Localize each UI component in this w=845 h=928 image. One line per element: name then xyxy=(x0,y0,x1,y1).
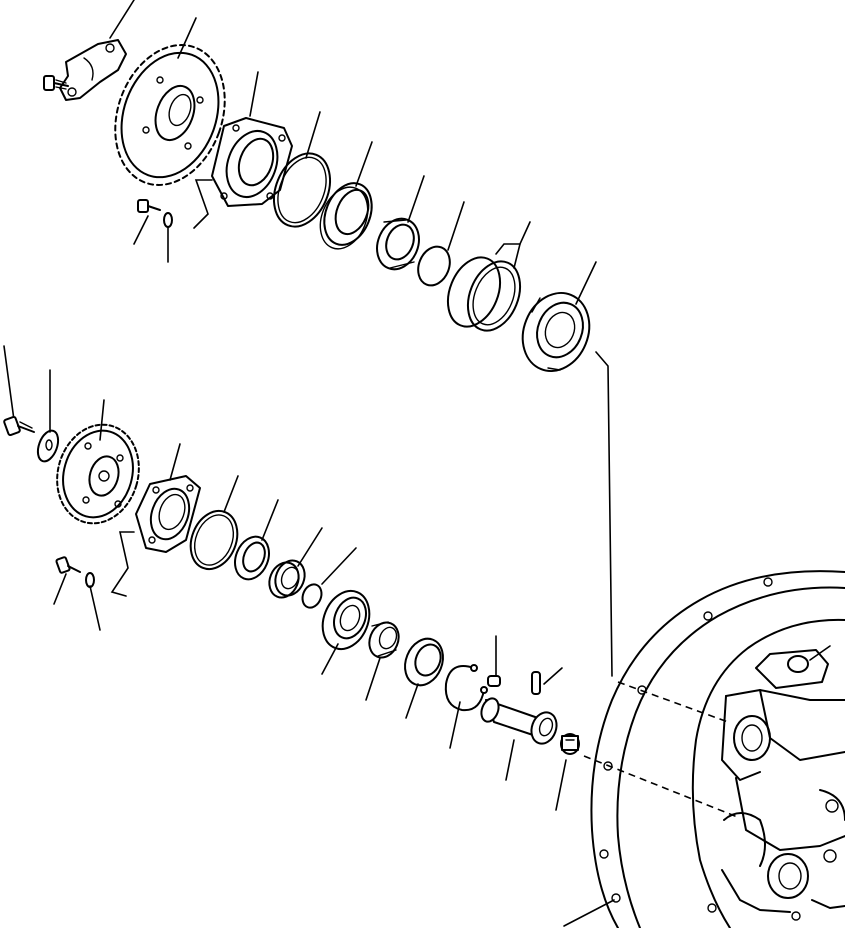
dowel-pin xyxy=(531,671,541,695)
leader-oil-seal-lower xyxy=(261,499,279,541)
helical-gear xyxy=(56,423,140,525)
leader-o-ring-lower xyxy=(223,475,239,513)
housing-bolt xyxy=(137,199,161,213)
retainer-plate xyxy=(59,39,127,101)
snap-ring xyxy=(417,245,451,287)
sprocket-gear xyxy=(114,44,226,186)
lower-part-group xyxy=(3,345,580,811)
leader-retainer-plate xyxy=(109,0,135,39)
cover-bolt xyxy=(55,556,81,574)
leader-sleeve xyxy=(555,759,567,811)
oil-seal xyxy=(319,182,373,250)
flange-bolt-holes xyxy=(599,577,801,921)
leader-bearing-cover xyxy=(169,443,181,481)
bearing-housing xyxy=(193,117,293,229)
spring-pin xyxy=(487,675,501,687)
leader-helical-gear xyxy=(99,399,105,441)
leader-spacer-lower xyxy=(365,657,381,701)
sleeve xyxy=(560,733,580,755)
leader-bearing xyxy=(575,261,597,305)
spacer-lower xyxy=(368,621,400,659)
leader-dowel-pin xyxy=(543,667,563,685)
leader-cover-bolt xyxy=(53,573,67,605)
flywheel-housing xyxy=(563,570,845,928)
washer-lower xyxy=(85,572,95,588)
leader-seal-ring-pair xyxy=(495,221,531,255)
mounting-bolt xyxy=(43,75,69,91)
upper-leader-lines xyxy=(109,0,597,305)
leader-collar xyxy=(297,527,323,567)
leader-bolt xyxy=(3,345,15,421)
circlip xyxy=(444,664,488,712)
spacer-sleeve xyxy=(376,217,420,271)
ball-bearing-lower xyxy=(321,589,371,651)
o-ring xyxy=(273,152,331,228)
leader-small-o-ring xyxy=(321,547,357,585)
ball-bearing-2 xyxy=(404,637,444,687)
bearing-cover xyxy=(110,475,201,597)
small-o-ring xyxy=(301,583,323,609)
assembly-line-lower xyxy=(583,755,741,819)
leader-spacer xyxy=(407,175,425,223)
leader-sprocket xyxy=(177,17,197,59)
leader-housing-assembly xyxy=(563,899,615,927)
assembly-line-upper xyxy=(617,681,729,723)
idler-shaft xyxy=(480,697,558,745)
leader-housing xyxy=(249,71,259,117)
lower-leader-lines xyxy=(3,345,567,811)
leader-housing-bolt xyxy=(133,215,149,245)
leader-washer-lower xyxy=(89,585,101,631)
leader-snap-ring xyxy=(447,201,465,251)
bolt xyxy=(3,415,35,437)
seal-ring-pair xyxy=(446,256,522,332)
leader-ball-bearing-2 xyxy=(405,683,419,719)
upper-part-group xyxy=(43,0,613,677)
o-ring-lower xyxy=(189,509,239,571)
leader-pump-boss xyxy=(809,645,831,661)
upper-alignment-line xyxy=(595,351,613,677)
washer xyxy=(163,212,173,228)
leader-idler-shaft xyxy=(505,739,515,781)
ball-bearing xyxy=(521,292,591,372)
leader-oil-seal xyxy=(355,141,373,187)
oil-seal-lower xyxy=(234,535,270,581)
leader-o-ring xyxy=(305,111,321,159)
thrust-washer xyxy=(36,429,60,463)
collar xyxy=(268,559,306,599)
